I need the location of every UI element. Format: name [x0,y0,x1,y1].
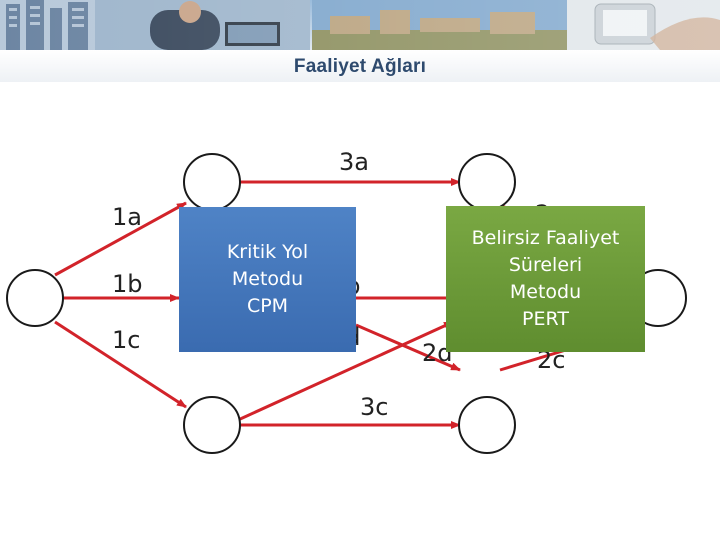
node-lower-right [458,396,516,454]
banner-separator [0,50,720,82]
page-title: Faaliyet Ağları [293,56,427,77]
pert-line: Süreleri [508,254,583,276]
activity-label-3c: 3c [360,393,388,421]
activity-arrow-1c [54,320,187,409]
cpm-line: CPM [246,295,289,317]
pert-line: Belirsiz Faaliyet [471,227,620,249]
cpm-line: Kritik Yol [226,241,309,263]
header-photo-collage [0,0,720,50]
activity-arrow-2a [237,320,454,422]
node-lower-left [183,396,241,454]
cpm-callout-box: Kritik Yol Metodu CPM [179,207,356,352]
cpm-callout-text: Kritik Yol Metodu CPM [227,239,308,320]
pert-line: Metodu [509,281,582,303]
activity-label-1b: 1b [112,270,143,298]
header-banner [0,0,720,50]
activity-label-1a: 1a [112,203,142,231]
pert-callout-box: Belirsiz Faaliyet Süreleri Metodu PERT [446,206,645,352]
cpm-line: Metodu [231,268,304,290]
activity-arrow-3d [355,323,461,372]
pert-line: PERT [522,308,569,330]
node-start [6,269,64,327]
activity-label-3a: 3a [339,148,369,176]
pert-callout-text: Belirsiz Faaliyet Süreleri Metodu PERT [472,225,620,333]
activity-label-1c: 1c [112,326,140,354]
node-upper-left [183,153,241,211]
node-upper-right [458,153,516,211]
activity-arrow-1a [54,201,187,277]
